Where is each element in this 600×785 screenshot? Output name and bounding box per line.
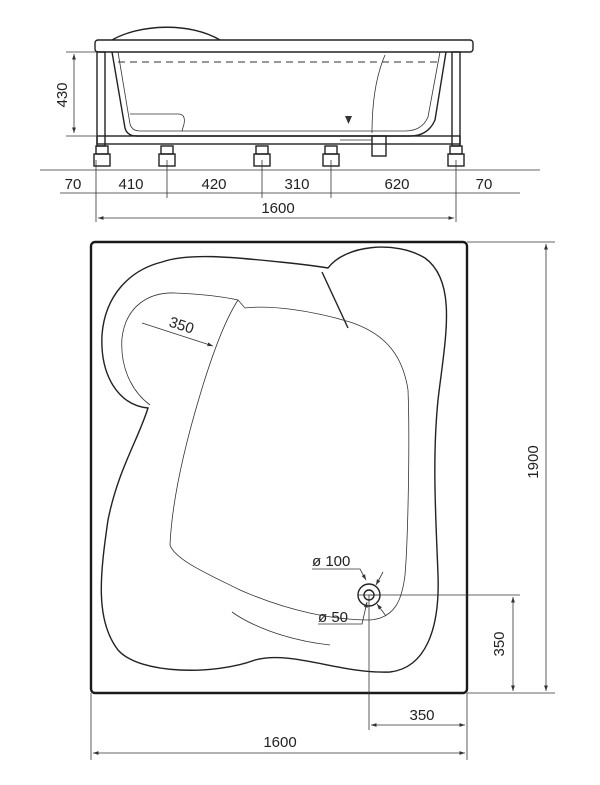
side-dimension-ticks <box>95 160 457 222</box>
side-drain <box>371 135 387 157</box>
side-tub-shell <box>111 51 447 137</box>
top-headrest-seat <box>121 292 239 406</box>
top-bowl-outline <box>100 246 448 673</box>
dim-430-label: 430 <box>54 82 71 107</box>
dim-segment-label: 70 <box>65 176 82 193</box>
top-view: 350 ø 100 ø 50 350 350 1900 <box>89 240 555 760</box>
dim-350-horizontal-label: 350 <box>409 707 434 724</box>
top-rim <box>89 240 469 695</box>
dim-segment-label: 70 <box>476 176 493 193</box>
drain-outer-label: ø 100 <box>312 553 350 570</box>
side-frame-left-leg <box>96 51 106 147</box>
side-tub-shell-inner <box>117 51 441 132</box>
side-view: 430 70 410 420 310 620 70 1600 <box>40 26 540 222</box>
dim-1900-label: 1900 <box>525 445 542 478</box>
dim-segment-label: 620 <box>384 176 409 193</box>
side-seat-step <box>130 113 185 132</box>
side-rim <box>94 39 474 53</box>
drain-outer-leader <box>312 568 367 581</box>
dim-segment-label: 410 <box>118 176 143 193</box>
dim-segment-label: 420 <box>201 176 226 193</box>
drain-inner-leader <box>318 601 368 625</box>
dim-radius-line <box>141 322 214 347</box>
top-bowl-floor <box>169 299 410 621</box>
dim-segment-label: 310 <box>284 176 309 193</box>
drain-inner-label: ø 50 <box>318 609 348 626</box>
side-frame-right-leg <box>451 51 461 147</box>
dim-1600-top-label: 1600 <box>261 200 294 217</box>
side-frame-bottom-rail <box>96 135 461 145</box>
side-drain-marker <box>345 116 352 124</box>
top-lower-lobe <box>231 611 331 646</box>
side-headrest <box>111 26 221 41</box>
dim-1600-bottom-label: 1600 <box>263 734 296 751</box>
dim-350-vertical-label: 350 <box>491 631 508 656</box>
top-seat-divider <box>321 271 349 329</box>
side-back-curve <box>371 54 386 134</box>
dim-radius-label: 350 <box>167 314 196 338</box>
side-foot <box>93 145 111 167</box>
